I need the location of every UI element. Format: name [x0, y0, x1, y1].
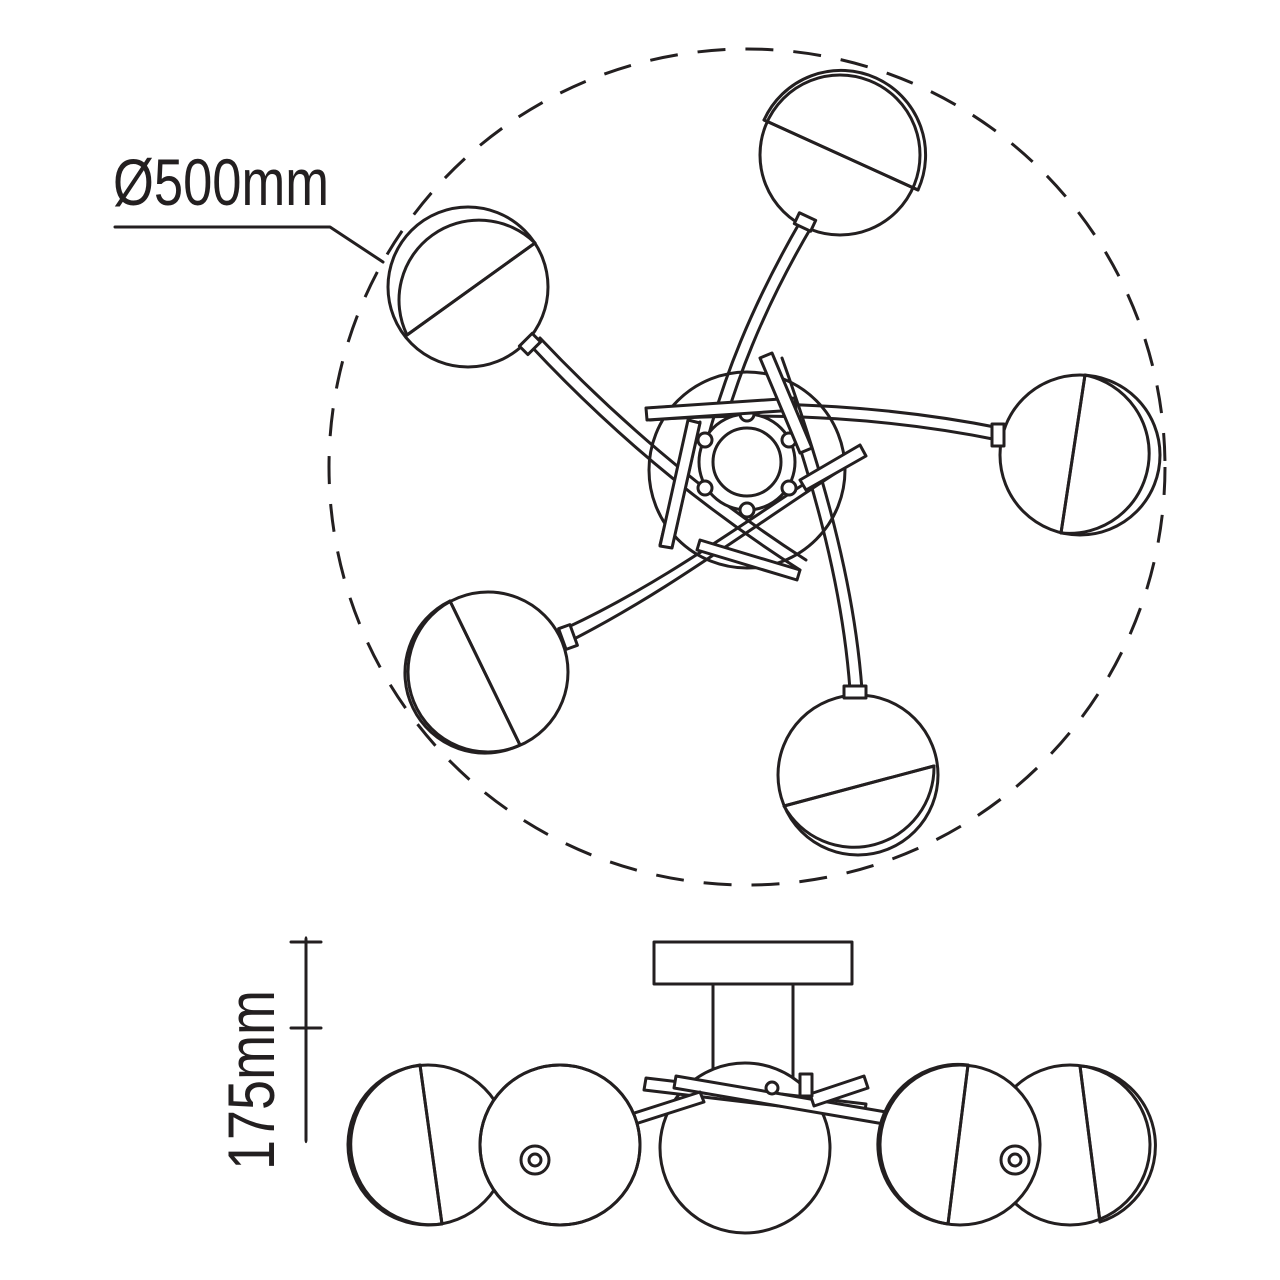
side-view: 175mm [214, 936, 1157, 1235]
shade-bottom-left [403, 590, 579, 755]
shade-top-left [386, 205, 550, 369]
socket-left [519, 1144, 551, 1176]
top-view: Ø500mm [113, 47, 1167, 887]
shade-bottom [776, 684, 940, 857]
ceiling-plate [652, 940, 854, 986]
canopy-hub-inner [711, 426, 783, 498]
side-view-front-shades [478, 1062, 1042, 1227]
hub-bolts [696, 405, 798, 519]
cross-bars [644, 351, 868, 582]
shade-right [990, 373, 1162, 537]
ceiling-canopy [647, 370, 847, 570]
diameter-label: Ø500mm [113, 145, 329, 219]
socket-right [999, 1144, 1031, 1176]
shade-top [758, 68, 928, 237]
diameter-leader-line [113, 225, 385, 264]
top-view-shades [386, 68, 1162, 857]
side-shade-right [876, 1062, 1042, 1227]
height-label: 175mm [214, 990, 288, 1170]
height-dimension: 175mm [214, 936, 323, 1170]
side-shade-left [478, 1063, 642, 1227]
canopy-outer [647, 370, 847, 570]
side-shade-far-left [346, 1063, 510, 1227]
diameter-circle [327, 47, 1167, 887]
